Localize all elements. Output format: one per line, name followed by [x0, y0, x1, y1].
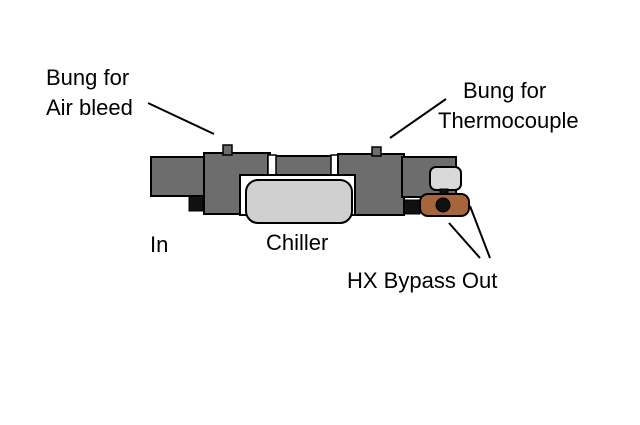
thermocouple-bung [371, 146, 382, 157]
air-bleed-leader-line [147, 102, 215, 135]
chiller-label: Chiller [266, 230, 329, 255]
inlet-stub [188, 195, 204, 212]
center-pipe [267, 155, 341, 177]
air-bleed-label-line1: Bung for [46, 65, 130, 90]
thermocouple-label-line1: Bung for [463, 78, 547, 103]
bypass-port [435, 197, 451, 213]
thermocouple-label-line2: Thermocouple [438, 108, 579, 133]
air-bleed-bung-label: Bung for Air bleed [46, 63, 133, 123]
inlet-label: In [150, 232, 169, 257]
hx-leader-line-right [469, 205, 491, 259]
bypass-cap [429, 166, 462, 191]
air-bleed-bung [222, 144, 233, 156]
inlet-pipe [150, 156, 206, 197]
thermocouple-leader-line [389, 98, 447, 139]
hx-leader-line-left [448, 222, 481, 259]
air-bleed-label-line2: Air bleed [46, 95, 133, 120]
hx-bypass-out-label: HX Bypass Out [347, 268, 498, 293]
chiller-body [245, 179, 353, 224]
thermocouple-bung-label: Bung for Thermocouple [438, 76, 579, 136]
center-joint-left [267, 154, 277, 177]
